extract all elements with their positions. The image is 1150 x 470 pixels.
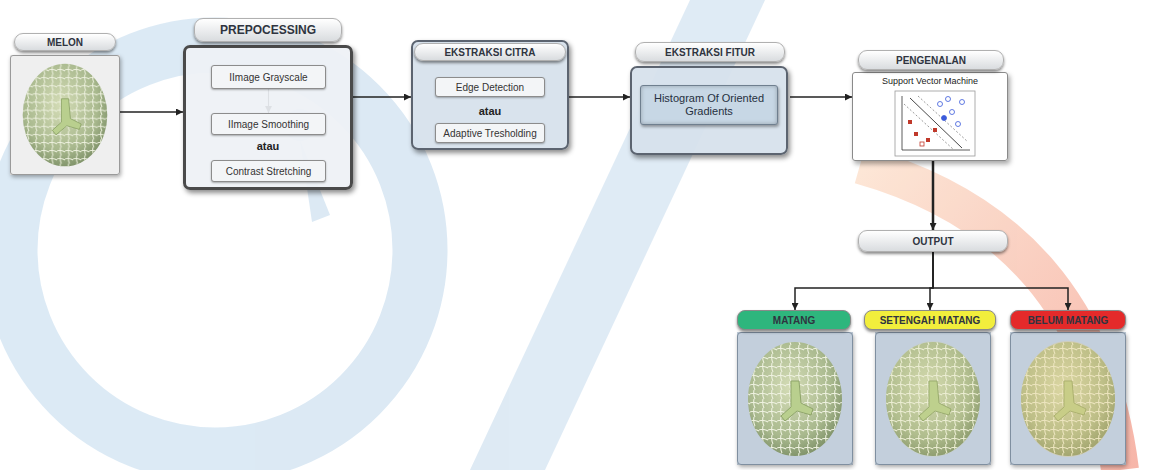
class-squares <box>908 120 937 146</box>
box-label: Adaptive Tresholding <box>443 128 536 139</box>
chart-axis <box>902 96 903 150</box>
stage-group: PENGENALAN Support Vector Machine <box>852 50 1010 161</box>
melon-input-image <box>10 55 120 175</box>
flow-arrow <box>933 252 1068 310</box>
chart-axis <box>902 150 970 151</box>
header-label: EKSTRAKSI CITRA <box>414 43 566 61</box>
group-frame <box>875 332 991 465</box>
result-panel: SETENGAH MATANG <box>864 310 996 465</box>
header-label: SETENGAH MATANG <box>864 310 996 330</box>
process-box: IImage Smoothing <box>211 113 326 135</box>
process-box: Edge Detection <box>435 77 545 97</box>
image-ground <box>10 55 120 175</box>
flow-arrow <box>569 96 630 98</box>
image-ground <box>737 332 853 465</box>
stage-group: EKSTRAKSI CITRA atau Edge DetectionAdaptiv… <box>411 40 569 150</box>
svm-chart <box>852 72 1008 161</box>
box-label: Edge Detection <box>456 82 524 93</box>
image-ground <box>875 332 991 465</box>
margin-line <box>904 104 954 150</box>
melon-picture <box>1021 342 1115 456</box>
watermark <box>10 0 1120 470</box>
connector-word: atau <box>183 139 353 153</box>
flow-arrow <box>790 96 852 98</box>
output-images <box>737 332 1126 465</box>
method-label: Support Vector Machine <box>852 75 1008 88</box>
panel-ground <box>852 72 1008 161</box>
process-box: Contrast Stretching <box>211 160 326 182</box>
connector-word: atau <box>411 104 569 118</box>
box-label: OUTPUT <box>912 236 953 247</box>
header-label: BELUM MATANG <box>1010 310 1126 330</box>
result-panel: BELUM MATANG <box>1010 310 1126 465</box>
group-frame <box>737 332 853 465</box>
flow-arrow <box>120 111 183 113</box>
watermark-ring <box>10 45 420 455</box>
header-label: EKSTRAKSI FITUR <box>635 42 785 62</box>
chart-frame <box>895 91 975 156</box>
process-box: Adaptive Tresholding <box>435 123 545 143</box>
box-label: Histogram Of Oriented Gradients <box>641 92 777 118</box>
header-label: PREPOCESSING <box>194 18 342 42</box>
box-label: IImage Grayscale <box>229 72 307 83</box>
header-label: MELON <box>14 33 116 51</box>
header-label: PENGENALAN <box>858 50 1004 70</box>
box-label: IImage Smoothing <box>228 119 309 130</box>
melon-picture <box>23 64 108 167</box>
flow-arrow <box>795 252 933 310</box>
header-label: MATANG <box>737 310 851 330</box>
flow-arrow <box>353 96 411 98</box>
box-label: Contrast Stretching <box>226 166 312 177</box>
separator-line <box>910 98 962 148</box>
melon-picture <box>748 342 842 456</box>
melon-picture <box>886 342 980 456</box>
output-pill: OUTPUT <box>858 230 1008 252</box>
flow-arrow <box>932 161 935 230</box>
input-panel: MELON <box>10 33 120 175</box>
image-ground <box>1010 332 1126 465</box>
class-circles <box>938 97 965 127</box>
process-box: Histogram Of Oriented Gradients <box>640 85 778 125</box>
group-frame <box>10 55 120 175</box>
stage-group: PREPOCESSING atau IImage GrayscaleIImage S… <box>183 18 353 190</box>
process-box: IImage Grayscale <box>211 65 326 89</box>
result-panel: MATANG <box>737 310 853 465</box>
ripeness-tint <box>1021 341 1115 457</box>
group-frame <box>1010 332 1126 465</box>
margin-line <box>918 96 968 142</box>
ripeness-tint <box>886 341 980 457</box>
stage-group: EKSTRAKSI FITUR Histogram Of Oriented Gra… <box>630 42 790 156</box>
